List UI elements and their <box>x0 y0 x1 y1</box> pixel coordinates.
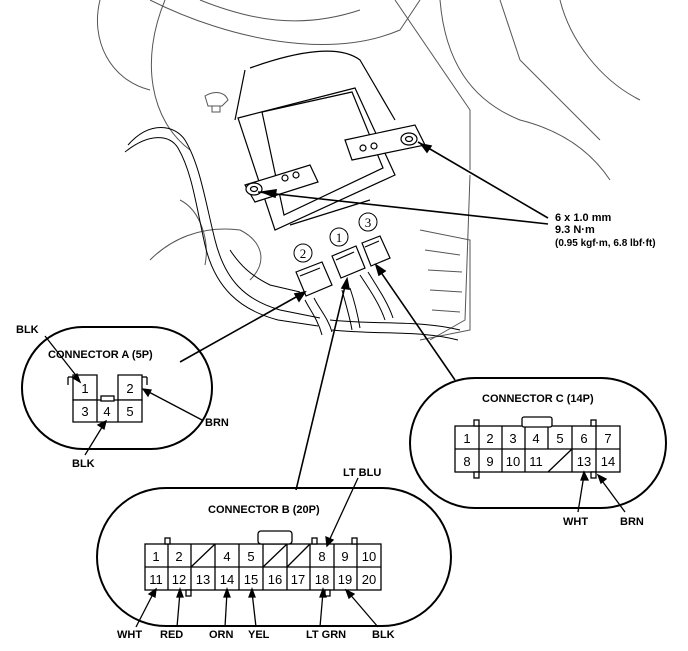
connector-b-wire-arrows <box>135 477 379 628</box>
connector-b-title: CONNECTOR B (20P) <box>208 504 320 516</box>
connector-c-title: CONNECTOR C (14P) <box>482 393 594 405</box>
plug-connector-1 <box>331 245 366 279</box>
connector-a-wire-pin2: BRN <box>205 417 229 429</box>
svg-text:1: 1 <box>336 230 343 245</box>
connector-a-pin-2: 2 <box>126 381 133 396</box>
connector-a-pin-3: 3 <box>81 404 88 419</box>
svg-text:3: 3 <box>365 215 372 230</box>
connector-b-pin-10: 10 <box>362 549 376 564</box>
connector-c-wire-arrows <box>577 470 626 513</box>
connector-a-wire-arrows <box>44 335 203 456</box>
connector-c-face <box>454 416 621 479</box>
connector-b-wire-pin18: LT GRN <box>306 629 346 641</box>
connector-a-pin-5: 5 <box>126 404 133 419</box>
connector-b-pin-4: 4 <box>223 549 230 564</box>
vehicle-body-sketch <box>96 0 641 341</box>
connector-b-pin-8: 8 <box>318 549 325 564</box>
connector-b-pin-17: 17 <box>291 572 305 587</box>
connector-c-pin-2: 2 <box>486 431 493 446</box>
connector-c-pin-6: 6 <box>580 431 587 446</box>
ecu-module <box>234 50 426 231</box>
connector-b-pin-13: 13 <box>196 572 210 587</box>
connector-b-pin-2: 2 <box>175 549 182 564</box>
connector-b-wire-pin8: LT BLU <box>343 467 381 479</box>
torque-spec-alt: (0.95 kgf·m, 6.8 lbf·ft) <box>555 238 656 249</box>
connector-c-pin-9: 9 <box>486 454 493 469</box>
callout-3: 3 <box>358 212 378 232</box>
connector-c-wire-pin14: BRN <box>620 516 644 528</box>
connector-a-face <box>67 374 148 423</box>
mounting-bolt-left <box>245 182 263 196</box>
connector-a-leader <box>179 290 307 363</box>
connector-c-pin-7: 7 <box>604 431 611 446</box>
svg-text:2: 2 <box>300 246 307 261</box>
connector-b-pin-19: 19 <box>338 572 352 587</box>
mounting-bolt-right <box>400 132 418 146</box>
connector-b-wire-pin11: WHT <box>117 629 142 641</box>
connector-b-face <box>144 530 382 597</box>
connector-b-wire-pin12: RED <box>160 629 183 641</box>
connector-b-pin-14: 14 <box>220 572 234 587</box>
connector-a-wire-pin4: BLK <box>72 458 95 470</box>
connector-b-pin-12: 12 <box>172 572 186 587</box>
connector-c-wire-pin13: WHT <box>563 516 588 528</box>
torque-leader-lines <box>257 141 549 225</box>
connector-a-pin-1: 1 <box>81 381 88 396</box>
connector-c-pin-3: 3 <box>509 431 516 446</box>
wire-harness <box>124 127 461 341</box>
connector-c-pin-13: 13 <box>577 454 591 469</box>
torque-spec-nm: 9.3 N·m <box>555 224 595 236</box>
plug-connector-2 <box>295 261 333 297</box>
connector-c-leader <box>374 263 456 381</box>
connector-c-pin-8: 8 <box>463 454 470 469</box>
connector-c-pin-14: 14 <box>601 454 615 469</box>
connector-c-pin-4: 4 <box>532 431 539 446</box>
connector-b-wire-pin14: ORN <box>209 629 234 641</box>
connector-c-pin-1: 1 <box>463 431 470 446</box>
torque-spec-size: 6 x 1.0 mm <box>555 212 611 224</box>
connector-b-pin-18: 18 <box>315 572 329 587</box>
callout-2: 2 <box>293 243 313 263</box>
connector-a-panel <box>21 326 213 450</box>
connector-b-pin-5: 5 <box>247 549 254 564</box>
connector-b-pin-16: 16 <box>268 572 282 587</box>
connector-b-pin-9: 9 <box>341 549 348 564</box>
callout-1: 1 <box>329 227 349 247</box>
connector-b-pin-11: 11 <box>149 572 163 587</box>
connector-c-pin-11: 11 <box>529 454 543 469</box>
connector-a-pin-4: 4 <box>103 404 110 419</box>
connector-c-pin-5: 5 <box>556 431 563 446</box>
connector-b-pin-20: 20 <box>362 572 376 587</box>
connector-c-pin-10: 10 <box>506 454 520 469</box>
plug-connector-3 <box>361 235 391 267</box>
connector-b-wire-pin19: BLK <box>372 629 395 641</box>
connector-b-pin-1: 1 <box>152 549 159 564</box>
connector-b-leader <box>295 276 351 491</box>
connector-b-pin-15: 15 <box>244 572 258 587</box>
connector-a-title: CONNECTOR A (5P) <box>48 349 153 361</box>
connector-a-wire-pin1: BLK <box>16 324 39 336</box>
connector-b-wire-pin15: YEL <box>248 629 270 641</box>
